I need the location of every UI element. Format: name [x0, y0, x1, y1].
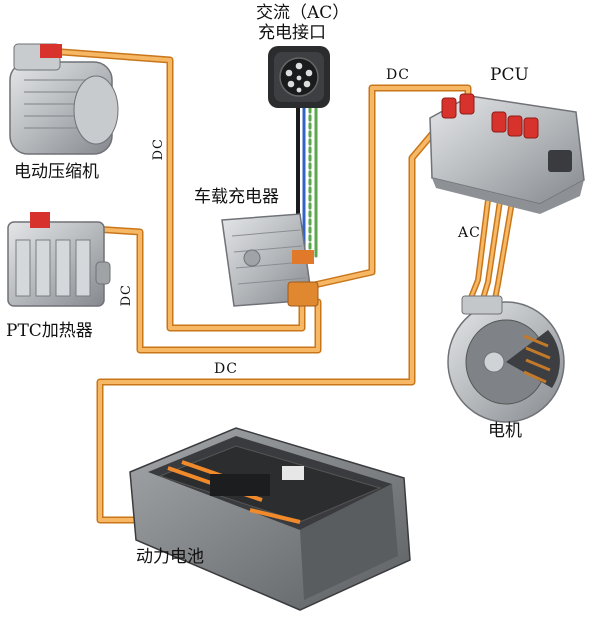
electric-motor [447, 295, 565, 423]
compressor-label: 电动压缩机 [14, 162, 99, 182]
ac-label-motor: AC [458, 225, 481, 241]
ac-charging-port [268, 46, 330, 108]
dc-label-ptc: DC [119, 284, 134, 307]
cable-compressor-dc [58, 48, 306, 332]
cable-ptc-dc [44, 222, 322, 354]
pcu-unit [429, 93, 585, 214]
cable-battery-dc [96, 116, 448, 524]
battery-label: 动力电池 [136, 547, 204, 567]
traction-battery [129, 427, 411, 611]
ptc-heater [7, 212, 111, 307]
electric-compressor [9, 43, 119, 155]
ptc-label: PTC加热器 [6, 321, 93, 341]
pcu-label: PCU [490, 65, 529, 85]
motor-label: 电机 [488, 421, 522, 441]
dc-label-battery: DC [214, 361, 238, 377]
ac-port-label-line1: 交流（AC） [256, 3, 350, 23]
onboard-charger [221, 213, 319, 307]
dc-label-pcu: DC [386, 67, 410, 83]
charger-label: 车载充电器 [194, 187, 279, 207]
dc-label-compressor: DC [151, 138, 166, 161]
ac-port-label-line2: 充电接口 [258, 23, 326, 43]
